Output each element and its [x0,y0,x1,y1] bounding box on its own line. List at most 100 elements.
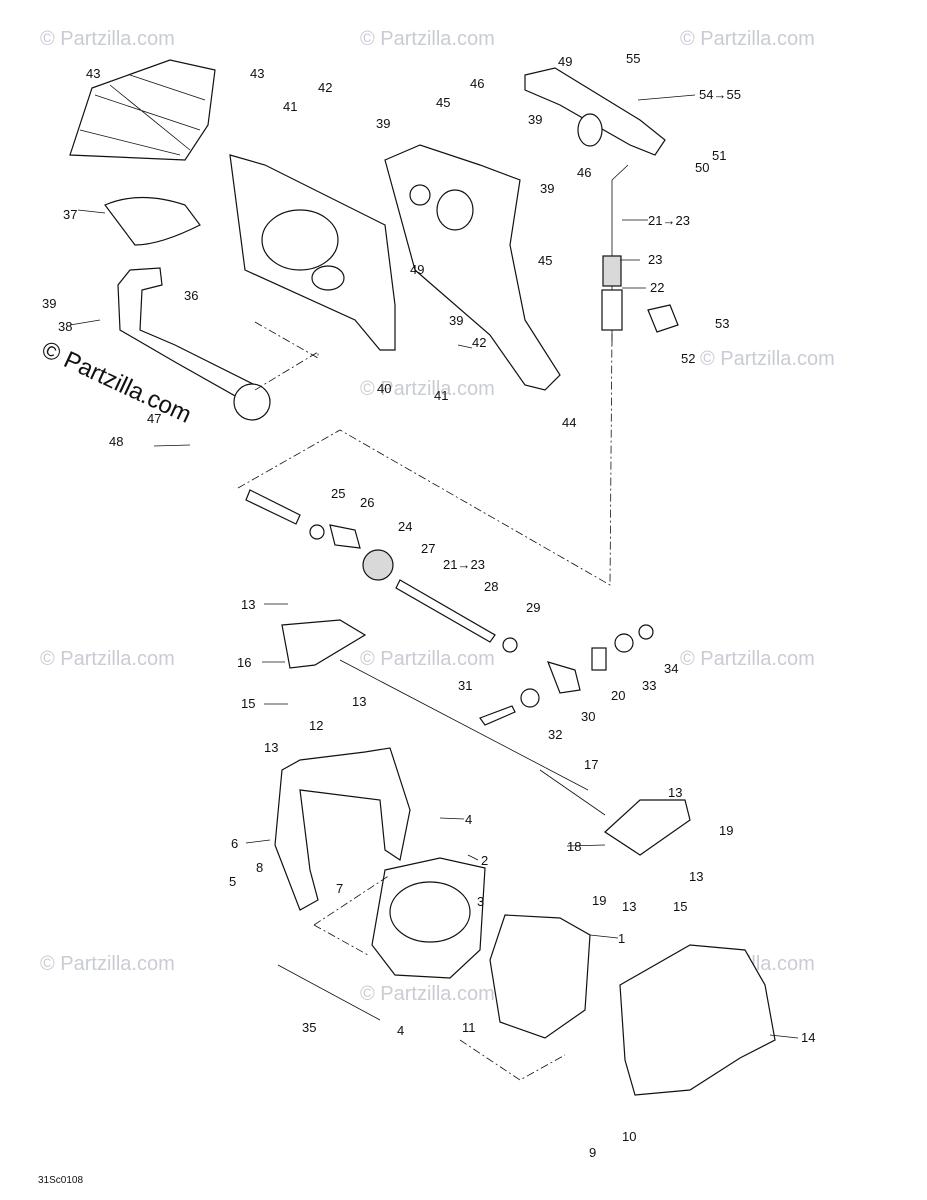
callout-10: 10 [622,1129,636,1144]
callout-30: 30 [581,709,595,724]
callout-39b: 39 [528,112,542,127]
watermark-2: © Partzilla.com [360,28,495,50]
callout-19b: 19 [592,893,606,908]
part-31-bolt [479,705,516,726]
part-32-washer [520,688,540,708]
callout-15b: 15 [673,899,687,914]
part-44-boss [436,189,474,231]
callout-46b: 46 [577,165,591,180]
part-23-sleeve [602,255,622,287]
callout-13f: 13 [622,899,636,914]
part-30-clevis [546,661,581,694]
watermark-10: © Partzilla.com [360,983,495,1005]
part-29-nut [502,637,518,653]
callout-7: 7 [336,881,343,896]
callout-33: 33 [642,678,656,693]
part-22-tube [601,289,623,331]
part-35-spring [277,964,381,1021]
part-24-nut [362,549,394,581]
callout-1: 1 [618,931,625,946]
callout-17: 17 [584,757,598,772]
watermark-4: © Partzilla.com [700,348,835,370]
callout-47: 47 [147,411,161,426]
callout-29: 29 [526,600,540,615]
part-17-link [539,769,606,816]
callout-39d: 39 [42,296,56,311]
part-14-deflector [619,944,776,1096]
callout-44: 44 [562,415,576,430]
callout-34: 34 [664,661,678,676]
part-40-opening [261,209,339,271]
callout-20: 20 [611,688,625,703]
callout-39c: 39 [540,181,554,196]
callout-4b: 4 [397,1023,404,1038]
callout-8: 8 [256,860,263,875]
part-20-spacer [591,647,607,671]
callout-46a: 46 [470,76,484,91]
callout-6: 6 [231,836,238,851]
part-34-nut [638,624,654,640]
watermark-9: © Partzilla.com [40,953,175,975]
part-49-lever [524,67,666,156]
watermark-8: © Partzilla.com [680,648,815,670]
callout-40: 40 [377,381,391,396]
callout-13c: 13 [264,740,278,755]
callout-45b: 45 [538,253,552,268]
part-37-pad [104,196,201,246]
part-52-plate [647,304,679,333]
callout-31: 31 [458,678,472,693]
callout-19a: 19 [719,823,733,838]
callout-49a: 49 [558,54,572,69]
callout-27: 27 [421,541,435,556]
callout-13a: 13 [241,597,255,612]
callout-41b: 41 [434,388,448,403]
callout-52: 52 [681,351,695,366]
watermark-7: © Partzilla.com [360,648,495,670]
callout-21-23a: 21→23 [648,213,690,228]
watermark-3: © Partzilla.com [680,28,815,50]
callout-35: 35 [302,1020,316,1035]
callout-50: 50 [695,160,709,175]
callout-labels: 43 43 41 42 39 45 46 39 49 55 54→55 50 5… [42,51,815,1160]
part-36-hub [233,383,271,421]
watermark-1: © Partzilla.com [40,28,175,50]
callout-55: 55 [626,51,640,66]
callout-13d: 13 [668,785,682,800]
callout-22: 22 [650,280,664,295]
callout-49b: 49 [410,262,424,277]
callout-39e: 39 [449,313,463,328]
callout-45a: 45 [436,95,450,110]
callout-4a: 4 [465,812,472,827]
callout-5: 5 [229,874,236,889]
part-28-shaft [395,579,496,643]
leader-lines [69,94,799,1039]
callout-15a: 15 [241,696,255,711]
callout-43a: 43 [86,66,100,81]
parts-layer [69,59,776,1096]
part-26-bushing [329,524,361,549]
watermark-6: © Partzilla.com [40,648,175,670]
diagram-code: 31Sc0108 [38,1175,83,1186]
callout-39a: 39 [376,116,390,131]
callout-23: 23 [648,252,662,267]
callout-28: 28 [484,579,498,594]
callout-43b: 43 [250,66,264,81]
part-18-bracket [604,799,691,856]
callout-53: 53 [715,316,729,331]
callout-11: 11 [462,1020,476,1035]
callout-38: 38 [58,319,72,334]
callout-9: 9 [589,1145,596,1160]
part-6-bracket [274,747,411,911]
part-shaft-upper [245,489,301,525]
part-43-grate [69,59,216,161]
callout-32: 32 [548,727,562,742]
callout-42b: 42 [472,335,486,350]
callout-13e: 13 [689,869,703,884]
callout-24: 24 [398,519,412,534]
callout-21-23b: 21→23 [443,557,485,572]
callout-36: 36 [184,288,198,303]
callout-16: 16 [237,655,251,670]
callout-2: 2 [481,853,488,868]
callout-25: 25 [331,486,345,501]
callout-41a: 41 [283,99,297,114]
